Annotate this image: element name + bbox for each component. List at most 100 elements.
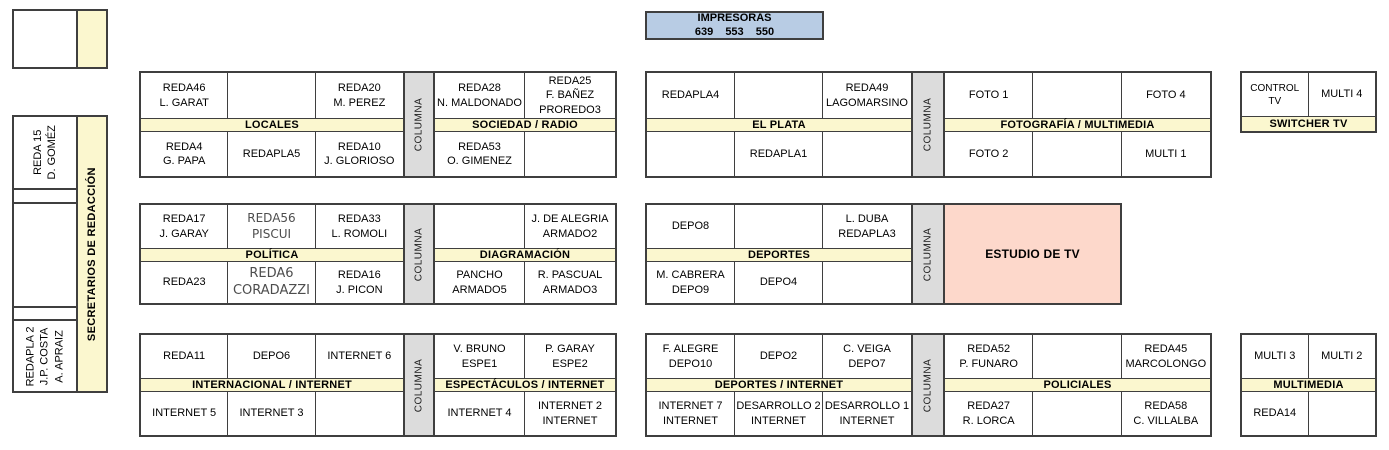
- estudio-de-tv: ESTUDIO DE TV: [943, 203, 1122, 305]
- columna-pillar: COLUMNA: [405, 333, 433, 437]
- secretarios-strip: SECRETARIOS DE REDACCIÓN: [76, 115, 108, 393]
- columna-pillar: COLUMNA: [913, 203, 943, 305]
- columna-pillar: COLUMNA: [913, 71, 943, 178]
- section-header: MULTIMEDIA: [1242, 379, 1375, 392]
- section-elplata: REDAPLA4 REDA49 LAGOMARSINO EL PLATA RED…: [645, 71, 913, 178]
- desk-cell: REDA17 J. GARAY: [141, 205, 229, 249]
- desk-cell: REDA49 LAGOMARSINO: [823, 73, 911, 119]
- desk-cell: DEPO8: [647, 205, 735, 249]
- columna-label: COLUMNA: [413, 227, 425, 281]
- desk-cell: CONTROL TV: [1242, 73, 1309, 117]
- desk-cell: PANCHO ARMADO5: [435, 262, 525, 303]
- desk-cell: REDAPLA 2 J.P. COSTA A. APRAIZ: [12, 319, 78, 393]
- block-deportes-estudio: DEPO8 L. DUBA REDAPLA3 DEPORTES M. CABRE…: [645, 203, 1122, 305]
- section-header: FOTOGRAFÍA / MULTIMEDIA: [945, 119, 1210, 132]
- section-header: POLICIALES: [945, 379, 1210, 392]
- section-header: LOCALES: [141, 119, 403, 132]
- desk-cell: [228, 73, 316, 119]
- desk-cell: REDA56 PISCUI: [228, 205, 316, 249]
- desk-cell: REDAPLA1: [735, 132, 823, 176]
- desk-cell: REDA58 C. VILLALBA: [1133, 400, 1199, 427]
- desk-cell: REDA27 R. LORCA: [945, 392, 1034, 435]
- printers-box: IMPRESORAS 639 553 550: [645, 11, 824, 40]
- desk-cell: MULTI 1: [1145, 147, 1187, 160]
- desk-cell: FOTO 1: [945, 73, 1034, 119]
- desk-cell: REDAPLA5: [228, 132, 316, 176]
- desk-cell: INTERNET 6: [315, 335, 403, 379]
- desk-cell: REDA53 O. GIMENEZ: [435, 132, 525, 176]
- desk-cell: F. ALEGRE DEPO10: [647, 335, 735, 379]
- desk-cell: [316, 392, 403, 435]
- section-header: POLÍTICA: [141, 249, 403, 262]
- block-switcher: CONTROL TV MULTI 4 SWITCHER TV: [1240, 71, 1377, 133]
- columna-label: COLUMNA: [413, 358, 425, 412]
- desk-cell: V. BRUNO ESPE1: [435, 335, 525, 379]
- desk-cell: REDA6 CORADAZZI: [228, 262, 316, 303]
- section-header: SOCIEDAD / RADIO: [435, 119, 615, 132]
- columna-pillar: COLUMNA: [405, 71, 433, 178]
- desk-cell: INTERNET 7 INTERNET: [647, 392, 735, 435]
- desk-cell: REDA25 F. BAÑEZ PROREDO3: [525, 73, 615, 119]
- desk-cell: REDA14: [1242, 392, 1309, 435]
- desk-cell: [1033, 335, 1122, 379]
- section-politica: REDA17 J. GARAY REDA56 PISCUI REDA33 L. …: [139, 203, 405, 305]
- section-internacional-internet: REDA11 DEPO6 INTERNET 6 INTERNACIONAL / …: [139, 333, 405, 437]
- section-sociedad-radio: REDA28 N. MALDONADO REDA25 F. BAÑEZ PROR…: [433, 71, 617, 178]
- section-header: DEPORTES / INTERNET: [647, 379, 911, 392]
- desk-cell: DESARROLLO 1 INTERNET: [824, 400, 910, 427]
- block-elplata-foto: REDAPLA4 REDA49 LAGOMARSINO EL PLATA RED…: [645, 71, 1212, 178]
- top-left-empty-box: [12, 9, 78, 69]
- section-header: INTERNACIONAL / INTERNET: [141, 379, 403, 392]
- columna-label: COLUMNA: [922, 97, 934, 152]
- desk-cell: C. VEIGA DEPO7: [823, 335, 911, 379]
- desk-cell: REDA16 J. PICON: [336, 269, 383, 296]
- desk-cell: [12, 202, 78, 308]
- desk-cell: REDA33 L. ROMOLI: [315, 205, 403, 249]
- desk-cell: REDA 15 D. GOMÉZ: [12, 115, 78, 190]
- desk-cell: FOTO 4: [1121, 73, 1210, 119]
- section-espectaculos-internet: V. BRUNO ESPE1 P. GARAY ESPE2 ESPECTÁCUL…: [433, 333, 617, 437]
- desk-cell: FOTO 2: [945, 132, 1034, 176]
- desk-cell: INTERNET 4: [435, 392, 525, 435]
- block-locales-sociedad: REDA46 L. GARAT REDA20 M. PEREZ LOCALES …: [139, 71, 617, 178]
- section-header: EL PLATA: [647, 119, 911, 132]
- desk-cell: INTERNET 2 INTERNET: [538, 400, 602, 427]
- desk-cell: REDA20 M. PEREZ: [315, 73, 403, 119]
- desk-cell: MULTI 3: [1242, 335, 1309, 379]
- printers-numbers: 639 553 550: [694, 25, 775, 38]
- desk-cell: REDA45 MARCOLONGO: [1121, 335, 1210, 379]
- desk-cell: J. DE ALEGRIA ARMADO2: [525, 205, 615, 249]
- secretarios-label: SECRETARIOS DE REDACCIÓN: [85, 167, 98, 341]
- section-header: DIAGRAMACIÓN: [435, 249, 615, 262]
- desk-cell: REDA11: [141, 335, 229, 379]
- desk-cell: [1309, 392, 1376, 435]
- desk-cell: R. PASCUAL ARMADO3: [537, 269, 603, 296]
- section-header: ESPECTÁCULOS / INTERNET: [435, 379, 615, 392]
- block-multimedia: MULTI 3 MULTI 2 MULTIMEDIA REDA14: [1240, 333, 1377, 437]
- section-diagramacion: J. DE ALEGRIA ARMADO2 DIAGRAMACIÓN PANCH…: [433, 203, 617, 305]
- desk-cell: [435, 205, 525, 249]
- desk-cell: REDA4 G. PAPA: [141, 132, 229, 176]
- desk-cell: REDA46 L. GARAT: [141, 73, 229, 119]
- block-politica-diagramacion: REDA17 J. GARAY REDA56 PISCUI REDA33 L. …: [139, 203, 617, 305]
- desk-cell: REDAPLA4: [647, 73, 735, 119]
- printers-title: IMPRESORAS: [697, 11, 772, 24]
- block-deportesinternet-policiales: F. ALEGRE DEPO10 DEPO2 C. VEIGA DEPO7 DE…: [645, 333, 1212, 437]
- section-policiales: REDA52 P. FUNARO REDA45 MARCOLONGO POLIC…: [943, 333, 1212, 437]
- desk-cell: [1033, 132, 1122, 176]
- desk-cell: REDA23: [141, 262, 229, 303]
- desk-cell: [525, 132, 615, 176]
- desk-cell: INTERNET 3: [228, 392, 316, 435]
- desk-cell: [823, 262, 911, 303]
- estudio-label: ESTUDIO DE TV: [985, 247, 1080, 261]
- columna-pillar: COLUMNA: [405, 203, 433, 305]
- desk-cell: DESARROLLO 2 INTERNET: [735, 392, 823, 435]
- top-left-yellow-box: [76, 9, 108, 69]
- section-deportes-internet: F. ALEGRE DEPO10 DEPO2 C. VEIGA DEPO7 DE…: [645, 333, 913, 437]
- section-switcher-tv: CONTROL TV MULTI 4 SWITCHER TV: [1240, 71, 1377, 133]
- desk-cell: [647, 132, 735, 176]
- desk-cell: [1033, 73, 1122, 119]
- desk-cell: DEPO6: [228, 335, 316, 379]
- desk-cell: [823, 132, 911, 176]
